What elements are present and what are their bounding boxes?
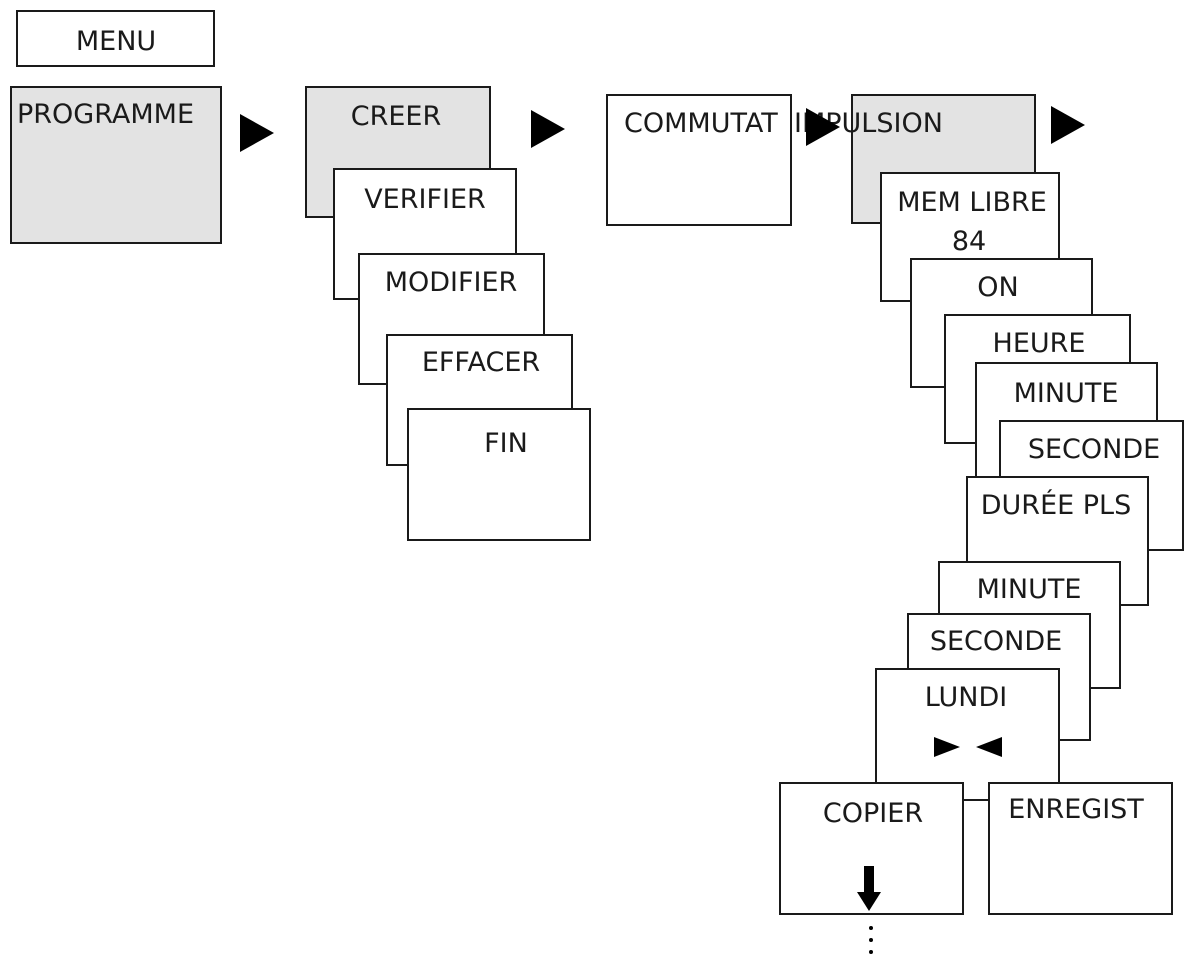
mem-libre-value: 84 (951, 226, 987, 257)
right-arrow-icon (531, 110, 565, 148)
lundi-label: LUNDI (924, 682, 1008, 713)
on-label: ON (977, 272, 1019, 303)
continuation-dots-icon (866, 920, 876, 960)
right-arrow-icon (1051, 106, 1085, 144)
mem-libre-label: MEM LIBRE (897, 187, 1047, 218)
programme-label: PROGRAMME (17, 99, 195, 130)
verifier-label: VERIFIER (364, 184, 486, 215)
menu-box (16, 10, 215, 67)
minute-1-label: MINUTE (1013, 378, 1119, 409)
menu-label: MENU (75, 26, 157, 57)
right-arrow-icon (806, 108, 840, 146)
modifier-label: MODIFIER (384, 267, 518, 298)
fin-box (407, 408, 591, 541)
seconde-1-label: SECONDE (1027, 434, 1161, 465)
seconde-2-label: SECONDE (929, 626, 1063, 657)
triangle-left-icon (976, 737, 1002, 757)
triangle-right-icon (934, 737, 960, 757)
enregist-box (988, 782, 1173, 915)
right-arrow-icon (240, 114, 274, 152)
creer-label: CREER (350, 101, 442, 132)
commutat-box (606, 94, 792, 226)
duree-pls-label: DURÉE PLS (980, 490, 1132, 521)
effacer-label: EFFACER (421, 347, 541, 378)
heure-label: HEURE (992, 328, 1086, 359)
minute-2-label: MINUTE (976, 574, 1082, 605)
commutat-label: COMMUTAT (624, 108, 778, 139)
programme-box (10, 86, 222, 244)
connector-line (964, 799, 988, 801)
lundi-box (875, 668, 1060, 801)
down-arrow-icon (857, 866, 881, 911)
copier-label: COPIER (822, 798, 924, 829)
enregist-label: ENREGIST (1008, 794, 1144, 825)
fin-label: FIN (484, 428, 528, 459)
